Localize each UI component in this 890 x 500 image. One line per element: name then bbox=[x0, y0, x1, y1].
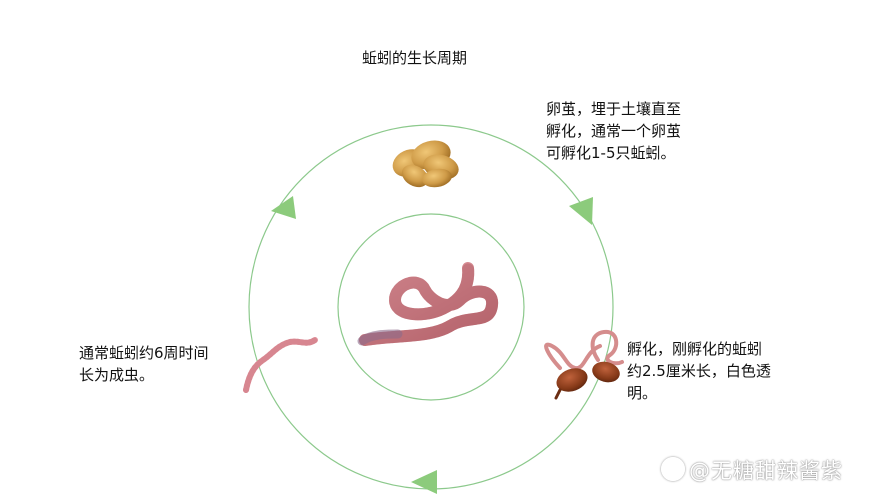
cocoon-illustration bbox=[392, 140, 459, 188]
hatchling-illustration bbox=[544, 329, 624, 400]
young-worm-illustration bbox=[243, 337, 318, 393]
adult-stage-caption: 通常蚯蚓约6周时间 长为成虫。 bbox=[79, 344, 209, 384]
hatch-stage-caption: 孵化，刚孵化的蚯蚓 约2.5厘米长，白色透 明。 bbox=[627, 340, 771, 402]
egg-stage-caption: 卵茧，埋于土壤直至 孵化，通常一个卵茧 可孵化1-5只蚯蚓。 bbox=[546, 100, 682, 162]
cycle-ring-inner bbox=[337, 213, 525, 401]
watermark-text: @无糖甜辣酱紫 bbox=[689, 459, 843, 483]
adult-worm-illustration bbox=[357, 262, 498, 346]
watermark: @无糖甜辣酱紫 bbox=[661, 455, 843, 485]
watermark-logo-icon bbox=[661, 457, 685, 481]
diagram-title: 蚯蚓的生长周期 bbox=[362, 49, 468, 67]
cycle-arrow-top-right bbox=[569, 197, 593, 225]
cycle-arrow-bottom bbox=[411, 470, 437, 494]
cycle-arrow-top-left bbox=[271, 196, 296, 219]
